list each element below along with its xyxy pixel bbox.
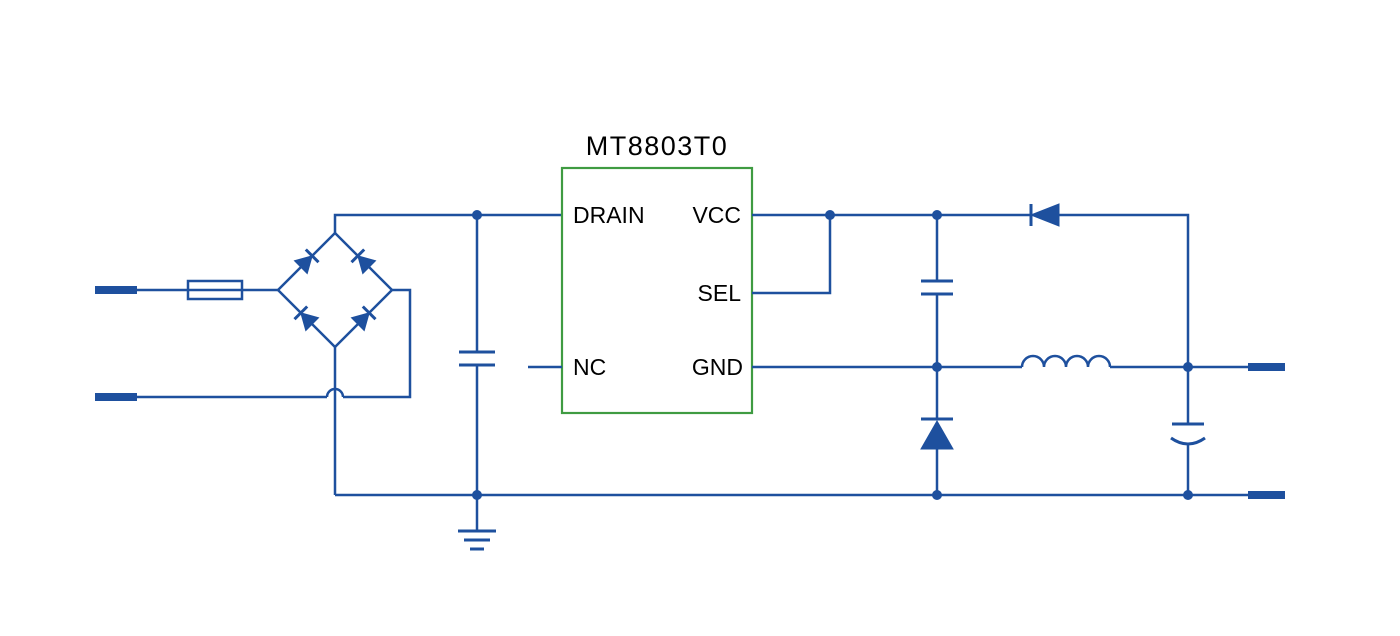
- fuse-symbol: [186, 279, 244, 301]
- junction-dot-sel-vcc: [825, 210, 835, 220]
- junction-dot-vcccap-rail: [932, 210, 942, 220]
- junction-dot-output-top: [1183, 362, 1193, 372]
- bridge-diode-bottom-left-cathode-bar: [293, 305, 309, 321]
- junction-dot-gnd-freewheel: [932, 362, 942, 372]
- pin-label-nc: NC: [573, 354, 606, 380]
- bridge-diode-bottom-right-cathode-bar: [361, 305, 377, 321]
- pin-label-vcc: VCC: [692, 202, 741, 228]
- junction-dot-bulkcap-rail: [472, 210, 482, 220]
- wire-ac-neutral-riser: [343, 288, 412, 399]
- bridge-diode-bottom-left-icon: [300, 312, 320, 332]
- pin-label-sel: SEL: [698, 280, 742, 306]
- bridge-diode-top-right-icon: [357, 255, 377, 275]
- wire-sel-to-vcc: [752, 215, 832, 295]
- freewheel-diode-icon: [920, 419, 954, 450]
- output-inductor-icon: [1020, 354, 1112, 368]
- pin-label-drain: DRAIN: [573, 202, 645, 228]
- output-capacitor-plate-bottom-curved: [1170, 436, 1206, 446]
- pin-label-gnd: GND: [692, 354, 743, 380]
- junction-dot-ground-rail: [472, 490, 482, 500]
- junction-dot-freewheel-rail: [932, 490, 942, 500]
- bridge-rectifier: [276, 231, 394, 349]
- bridge-diode-top-left-cathode-bar: [304, 248, 320, 264]
- wire-dc-positive-rail: [333, 213, 562, 233]
- bridge-diode-top-right-cathode-bar: [350, 248, 366, 264]
- blocking-diode-icon: [1029, 203, 1060, 227]
- bridge-diode-top-left-icon: [293, 255, 313, 275]
- wire-top-rail-to-output: [1059, 213, 1190, 367]
- ic-title: MT8803T0: [586, 131, 729, 161]
- bridge-diode-bottom-right-icon: [350, 312, 370, 332]
- junction-dot-output-bottom: [1183, 490, 1193, 500]
- controller-ic-box: [560, 166, 754, 415]
